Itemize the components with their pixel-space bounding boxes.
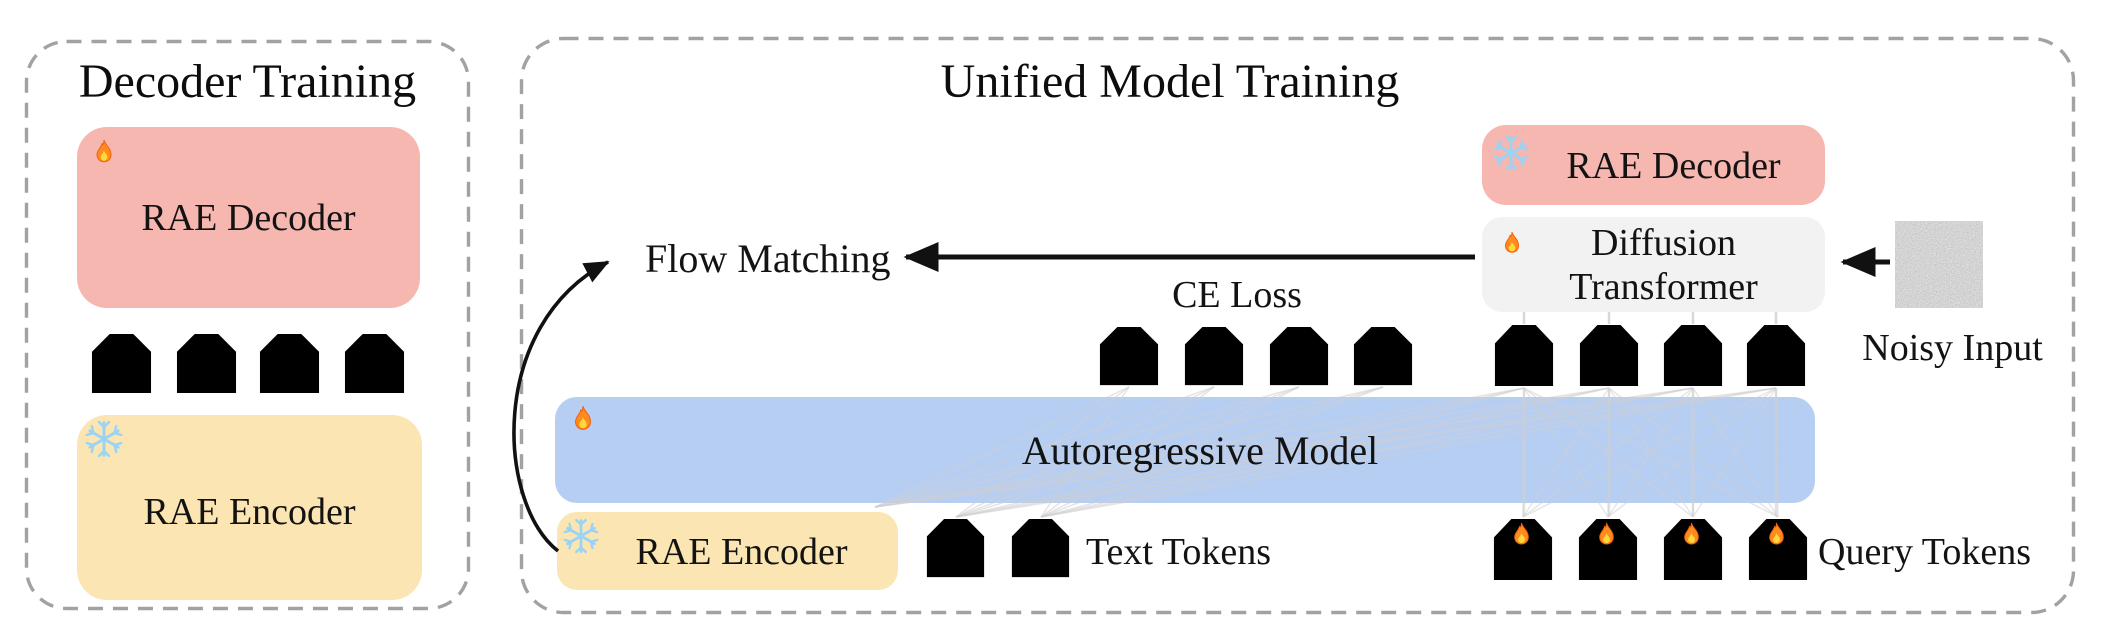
flame-icon <box>1506 521 1537 552</box>
ce-output-token <box>1352 325 1414 387</box>
noisy-input-image <box>1895 221 1983 308</box>
right-panel-title: Unified Model Training <box>940 55 1400 108</box>
rae-decoder-box-left <box>77 127 420 308</box>
ce-loss-label: CE Loss <box>1172 274 1302 316</box>
dt-input-token <box>1578 323 1640 388</box>
dt-input-token <box>1662 323 1724 388</box>
rae-encoder-box-left <box>77 415 422 600</box>
autoregressive-model-label: Autoregressive Model <box>1021 428 1379 473</box>
flame-icon <box>1761 521 1792 552</box>
ce-output-token <box>1098 325 1160 387</box>
diffusion-transformer-label: Diffusion Transformer <box>1569 222 1758 309</box>
flame-icon <box>1497 230 1527 260</box>
text-token <box>1010 517 1071 579</box>
flame-icon <box>1676 521 1707 552</box>
latent-token <box>258 332 321 395</box>
noisy-input-label: Noisy Input <box>1862 327 2043 369</box>
diffusion-transformer-box <box>1482 217 1825 312</box>
rae-decoder-box-right <box>1482 125 1825 205</box>
flow-matching-label: Flow Matching <box>645 236 891 281</box>
rae-decoder-label-right: RAE Decoder <box>1566 145 1781 187</box>
dt-input-token <box>1745 323 1807 388</box>
query-token <box>1747 517 1809 582</box>
latent-token <box>175 332 238 395</box>
query-token <box>1577 517 1639 582</box>
query-token <box>1492 517 1554 582</box>
text-token <box>925 517 986 579</box>
dt-input-token <box>1493 323 1555 388</box>
rae-decoder-label-left: RAE Decoder <box>141 197 356 239</box>
snowflake-icon <box>84 419 124 459</box>
flame-icon <box>1591 521 1622 552</box>
latent-token <box>90 332 153 395</box>
query-tokens-label: Query Tokens <box>1818 531 2031 573</box>
ce-output-token <box>1268 325 1330 387</box>
left-panel-title: Decoder Training <box>78 55 417 108</box>
latent-token <box>343 332 406 395</box>
flame-icon <box>88 138 120 170</box>
query-token <box>1662 517 1724 582</box>
rae-encoder-box-right <box>557 512 898 590</box>
rae-encoder-label-right: RAE Encoder <box>635 531 848 573</box>
ce-output-token <box>1183 325 1245 387</box>
rae-encoder-label-left: RAE Encoder <box>143 491 356 533</box>
text-tokens-label: Text Tokens <box>1086 531 1272 573</box>
